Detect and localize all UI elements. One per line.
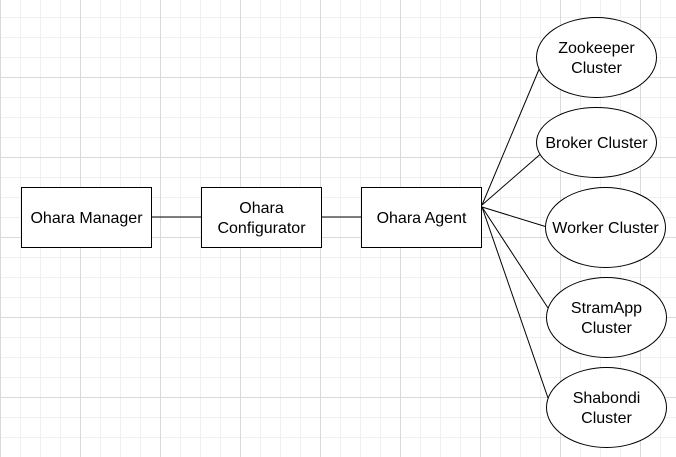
streamapp-cluster-node[interactable]: StramApp Cluster <box>546 277 667 358</box>
worker-cluster-label: Worker Cluster <box>552 220 659 237</box>
ohara-agent-node[interactable]: Ohara Agent <box>361 187 482 248</box>
zookeeper-cluster-label-line-2: Cluster <box>571 60 622 77</box>
streamapp-cluster-label-line-2: Cluster <box>581 320 632 337</box>
zookeeper-cluster-node[interactable]: Zookeeper Cluster <box>536 17 657 98</box>
zookeeper-cluster-label-line-1: Zookeeper <box>558 40 635 57</box>
edge-agent-broker <box>481 150 545 206</box>
broker-cluster-node[interactable]: Broker Cluster <box>536 107 657 178</box>
edge-agent-streamapp <box>481 206 549 309</box>
zookeeper-cluster-ellipse <box>536 17 657 98</box>
worker-cluster-ellipse <box>545 187 666 268</box>
shabondi-cluster-node[interactable]: Shabondi Cluster <box>546 367 667 448</box>
ohara-agent-box <box>361 187 482 248</box>
ohara-manager-label: Ohara Manager <box>30 210 143 227</box>
worker-cluster-node[interactable]: Worker Cluster <box>545 187 666 268</box>
ohara-configurator-box <box>201 187 322 248</box>
ohara-configurator-label-line-2: Configurator <box>217 220 306 237</box>
ohara-manager-node[interactable]: Ohara Manager <box>21 187 152 248</box>
broker-cluster-ellipse <box>536 107 657 178</box>
edge-agent-zookeeper <box>481 66 541 206</box>
shabondi-cluster-label-line-2: Cluster <box>581 410 632 427</box>
shabondi-cluster-label-line-1: Shabondi <box>573 390 641 407</box>
edge-agent-worker <box>481 206 548 228</box>
edge-agent-shabondi <box>481 206 549 399</box>
ohara-configurator-label-line-1: Ohara <box>239 200 284 217</box>
streamapp-cluster-ellipse <box>546 277 667 358</box>
ohara-configurator-node[interactable]: Ohara Configurator <box>201 187 322 248</box>
streamapp-cluster-label-line-1: StramApp <box>571 300 642 317</box>
shabondi-cluster-ellipse <box>546 367 667 448</box>
connectors <box>152 66 549 399</box>
ohara-agent-label: Ohara Agent <box>377 210 467 227</box>
ohara-manager-box <box>21 187 152 248</box>
broker-cluster-label: Broker Cluster <box>545 135 648 152</box>
